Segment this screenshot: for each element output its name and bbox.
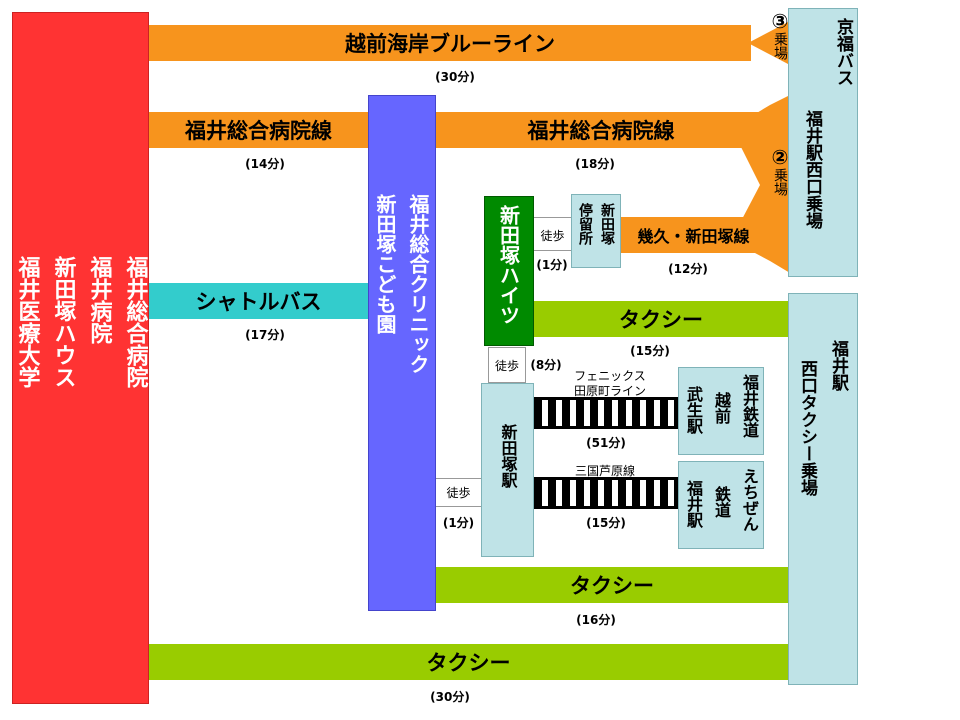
echizen-fukui-name-2: 鉄道 — [712, 486, 731, 518]
route-shuttle-time: (17分) — [245, 328, 285, 342]
hospital-name-3: 新田塚ハウス — [50, 256, 76, 388]
rail-phoenix-name-1: フェニックス — [574, 369, 646, 383]
walk-clinic-label: 徒歩 — [446, 486, 471, 500]
route-taxi-station-label: タクシー — [570, 574, 654, 598]
hospital-name-4: 福井医療大学 — [14, 256, 40, 388]
hospital-name-1: 福井総合病院 — [122, 256, 148, 388]
station-name: 新田塚駅 — [498, 424, 518, 488]
route-ikuhisa: 幾久・新田塚線 — [621, 217, 766, 253]
stop2-marker: ② 乗場 — [764, 146, 796, 220]
walk-clinic-line-bottom — [436, 506, 481, 507]
rail-phoenix-time: (51分) — [586, 436, 626, 450]
clinic-name-1: 福井総合クリニック — [406, 194, 430, 374]
walk-heights-station-time: (8分) — [530, 358, 562, 372]
walk-stop-line-bottom — [534, 250, 571, 251]
walk-clinic-time: (1分) — [442, 516, 475, 530]
taxi-terminal-name-1: 福井駅 — [828, 340, 848, 391]
walk-stop-line-top — [534, 217, 571, 218]
rail-mikuni-time: (15分) — [586, 516, 626, 530]
walk-heights-station-label: 徒歩 — [494, 358, 519, 373]
route-hospital-left: 福井総合病院線 — [149, 112, 368, 148]
route-hospital-left-time: (14分) — [245, 157, 285, 171]
rail-phoenix — [534, 397, 678, 429]
route-ikuhisa-time: (12分) — [668, 262, 708, 276]
echizen-fukui-name-1: えちぜん — [740, 468, 759, 532]
takefu-name-1: 福井鉄道 — [740, 374, 759, 438]
route-taxi-station-time: (16分) — [576, 613, 616, 627]
taxi-terminal-box: 福井駅 西口タクシー乗場 — [788, 293, 858, 685]
bus-stop-name-2: 停留所 — [577, 203, 593, 245]
bus-stop-box: 新田塚 停留所 — [571, 194, 621, 268]
station-box: 新田塚駅 — [481, 383, 534, 557]
route-hospital-right-label: 福井総合病院線 — [527, 119, 675, 143]
route-hospital-left-label: 福井総合病院線 — [185, 119, 332, 143]
takefu-name-3: 武生駅 — [684, 386, 703, 434]
stop3-number: ③ — [771, 9, 789, 33]
route-taxi-heights: タクシー — [534, 301, 788, 337]
route-taxi-bottom: タクシー — [149, 644, 788, 680]
route-blueline-label: 越前海岸ブルーライン — [345, 32, 555, 56]
route-taxi-bottom-time: (30分) — [430, 690, 470, 704]
walk-stop-label: 徒歩 — [540, 229, 565, 243]
bus-terminal-name: 京福バス 福井駅西口乗場 — [800, 18, 856, 268]
stop3-marker: ③ 乗場 — [764, 10, 796, 80]
walk-stop-time: (1分) — [536, 258, 568, 272]
route-taxi-heights-time: (15分) — [630, 344, 670, 358]
clinic-name-2: 新田塚こども園 — [373, 194, 397, 334]
stop2-label: 乗場 — [772, 168, 788, 196]
route-taxi-station: タクシー — [436, 567, 788, 603]
takefu-name-2: 越前 — [712, 392, 731, 424]
bus-terminal-name-2: 福井駅西口乗場 — [802, 110, 822, 229]
takefu-station-box: 福井鉄道 越前 武生駅 — [678, 367, 764, 455]
route-taxi-bottom-label: タクシー — [426, 651, 511, 675]
walk-clinic-line-top — [436, 478, 481, 479]
walk-heights-station-box: 徒歩 — [488, 347, 526, 383]
route-blueline: 越前海岸ブルーライン — [149, 25, 751, 61]
route-blueline-time: (30分) — [435, 70, 475, 84]
stop3-label: 乗場 — [772, 32, 788, 60]
echizen-fukui-name-3: 福井駅 — [684, 480, 703, 528]
hospital-block: 福井総合病院 福井病院 新田塚ハウス 福井医療大学 — [12, 12, 149, 704]
hospital-name-2: 福井病院 — [86, 256, 112, 344]
rail-phoenix-name-2: 田原町ライン — [573, 384, 646, 398]
heights-block: 新田塚ハイツ — [484, 196, 534, 346]
route-shuttle-label: シャトルバス — [195, 290, 322, 314]
route-hospital-right-time: (18分) — [575, 157, 615, 171]
rail-mikuni — [534, 477, 678, 509]
bus-terminal-box — [788, 8, 858, 277]
clinic-block: 福井総合クリニック 新田塚こども園 — [368, 95, 436, 611]
bus-terminal-name-1: 京福バス — [833, 18, 853, 86]
arrow-head-blueline — [748, 22, 788, 64]
stop2-number: ② — [771, 145, 789, 169]
route-ikuhisa-label: 幾久・新田塚線 — [637, 227, 750, 246]
route-taxi-heights-label: タクシー — [619, 308, 703, 332]
route-shuttle: シャトルバス — [149, 283, 368, 319]
echizen-fukui-box: えちぜん 鉄道 福井駅 — [678, 461, 764, 549]
bus-stop-name-1: 新田塚 — [599, 203, 615, 245]
taxi-terminal-name-2: 西口タクシー乗場 — [797, 360, 817, 496]
rail-mikuni-name: 三国芦原線 — [574, 464, 635, 478]
heights-name: 新田塚ハイツ — [496, 205, 521, 325]
route-hospital-right: 福井総合病院線 — [436, 112, 766, 148]
